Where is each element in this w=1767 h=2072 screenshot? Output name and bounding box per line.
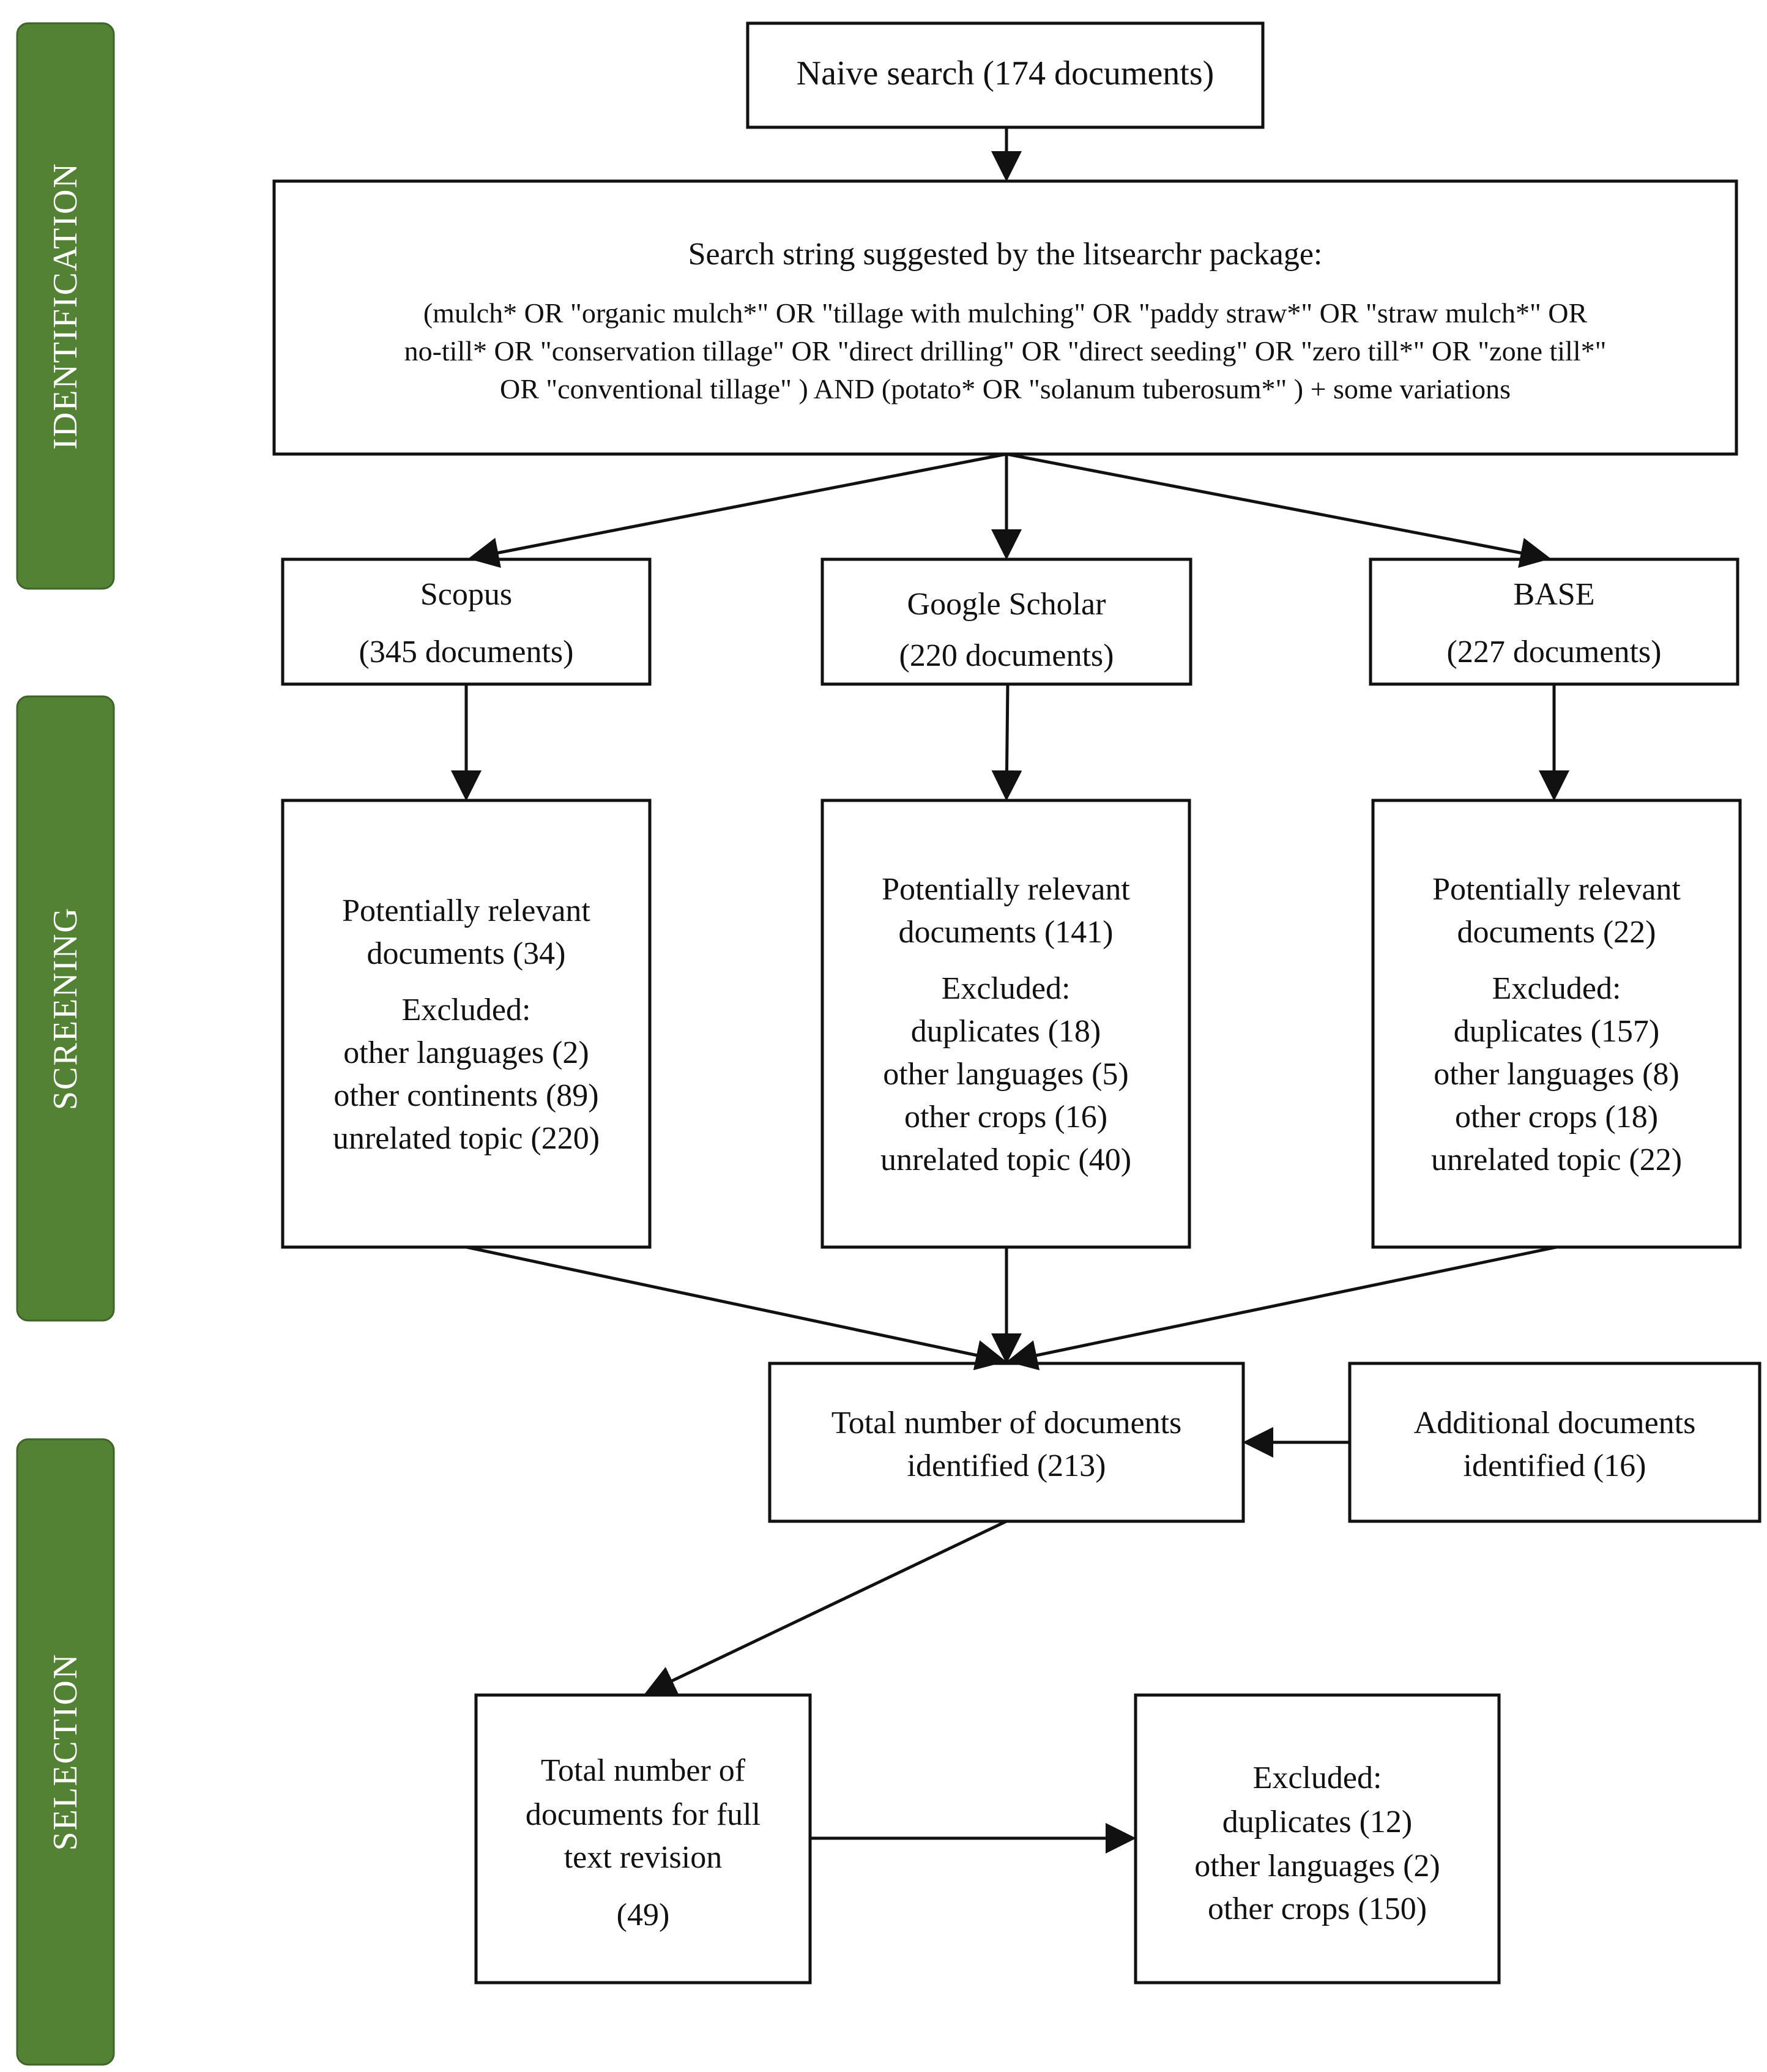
phase-identification-label: IDENTIFICATION — [46, 162, 84, 450]
screening-google-scholar-line: documents (141) — [899, 915, 1114, 950]
total-identified-line: Total number of documents — [831, 1406, 1182, 1440]
source-google-scholar-count: (220 documents) — [899, 638, 1114, 673]
naive-search-box: Naive search (174 documents) — [746, 21, 1265, 129]
phase-screening: SCREENING — [16, 695, 115, 1322]
phase-screening-label: SCREENING — [46, 907, 84, 1110]
final-excluded-line: Excluded: — [1253, 1761, 1382, 1795]
final-excluded-line: other languages (2) — [1194, 1849, 1440, 1884]
full-text-revision-line: text revision — [564, 1840, 723, 1875]
final-excluded-line: other crops (150) — [1208, 1891, 1427, 1926]
search-string-box: Search string suggested by the litsearch… — [272, 179, 1738, 456]
screening-scopus-line: other languages (2) — [343, 1035, 589, 1070]
screening-scopus-line: other continents (89) — [333, 1078, 598, 1113]
phase-selection: SELECTION — [16, 1438, 115, 2066]
source-base-box: BASE (227 documents) — [1369, 557, 1739, 686]
full-text-revision-line: (49) — [617, 1898, 670, 1932]
additional-documents-line: Additional documents — [1414, 1406, 1696, 1440]
final-excluded-line: duplicates (12) — [1222, 1805, 1412, 1839]
phase-selection-label: SELECTION — [46, 1653, 84, 1851]
phase-identification: IDENTIFICATION — [16, 22, 115, 590]
screening-google-scholar-line: Excluded: — [942, 971, 1071, 1006]
screening-base-line: unrelated topic (22) — [1431, 1142, 1682, 1177]
screening-base-line: other languages (8) — [1434, 1057, 1679, 1092]
source-base-name: BASE — [1514, 577, 1595, 612]
full-text-revision-line: documents for full — [526, 1797, 761, 1832]
additional-documents-box: Additional documents identified (16) — [1348, 1362, 1761, 1523]
arrows — [451, 127, 1569, 1854]
screening-scopus-line: Excluded: — [402, 993, 531, 1027]
screening-google-scholar-line: other crops (16) — [904, 1100, 1107, 1135]
full-text-revision-line: Total number of — [541, 1753, 746, 1788]
screening-google-scholar-line: Potentially relevant — [882, 872, 1130, 907]
source-google-scholar-box: Google Scholar (220 documents) — [820, 557, 1192, 686]
screening-base-box: Potentially relevant documents (22) Excl… — [1371, 799, 1742, 1249]
source-google-scholar-name: Google Scholar — [907, 587, 1106, 622]
arrow-search-to-scopus — [468, 452, 1007, 568]
screening-google-scholar-line: duplicates (18) — [911, 1014, 1101, 1049]
screening-base-line: documents (22) — [1457, 915, 1656, 950]
source-base-count: (227 documents) — [1447, 635, 1662, 669]
screening-scopus-line: unrelated topic (220) — [333, 1121, 600, 1156]
additional-documents-line: identified (16) — [1464, 1448, 1646, 1483]
screening-base-line: Potentially relevant — [1432, 872, 1681, 907]
total-identified-line: identified (213) — [907, 1448, 1106, 1483]
arrow-base-screening-to-total — [1006, 1245, 1557, 1371]
screening-scopus-line: documents (34) — [367, 936, 566, 971]
screening-base-line: Excluded: — [1492, 971, 1621, 1006]
final-excluded-box: Excluded: duplicates (12) other language… — [1134, 1693, 1501, 1984]
screening-base-line: other crops (18) — [1455, 1100, 1658, 1135]
screening-google-scholar-line: other languages (5) — [883, 1057, 1128, 1092]
source-scopus-box: Scopus (345 documents) — [281, 557, 652, 686]
screening-scopus-box: Potentially relevant documents (34) Excl… — [281, 799, 652, 1249]
screening-google-scholar-box: Potentially relevant documents (141) Exc… — [820, 799, 1191, 1249]
arrow-google-scholar-to-screening — [991, 684, 1022, 801]
naive-search-text: Naive search (174 documents) — [797, 54, 1215, 92]
arrow-search-to-base — [1006, 452, 1551, 568]
search-string-title: Search string suggested by the litsearch… — [688, 237, 1323, 272]
arrow-total-to-full-text — [644, 1519, 1008, 1695]
search-string-line-1: (mulch* OR "organic mulch*" OR "tillage … — [423, 297, 1588, 329]
search-string-line-2: no-till* OR "conservation tillage" OR "d… — [404, 335, 1607, 367]
screening-base-line: duplicates (157) — [1454, 1014, 1659, 1049]
search-string-line-3: OR "conventional tillage" ) AND (potato*… — [500, 373, 1511, 404]
screening-google-scholar-line: unrelated topic (40) — [880, 1142, 1131, 1177]
source-scopus-count: (345 documents) — [359, 635, 574, 669]
arrow-scopus-screening-to-total — [466, 1245, 1006, 1371]
source-scopus-name: Scopus — [420, 577, 512, 612]
full-text-revision-box: Total number of documents for full text … — [474, 1693, 812, 1984]
total-identified-box: Total number of documents identified (21… — [768, 1362, 1245, 1523]
screening-scopus-line: Potentially relevant — [342, 893, 590, 928]
